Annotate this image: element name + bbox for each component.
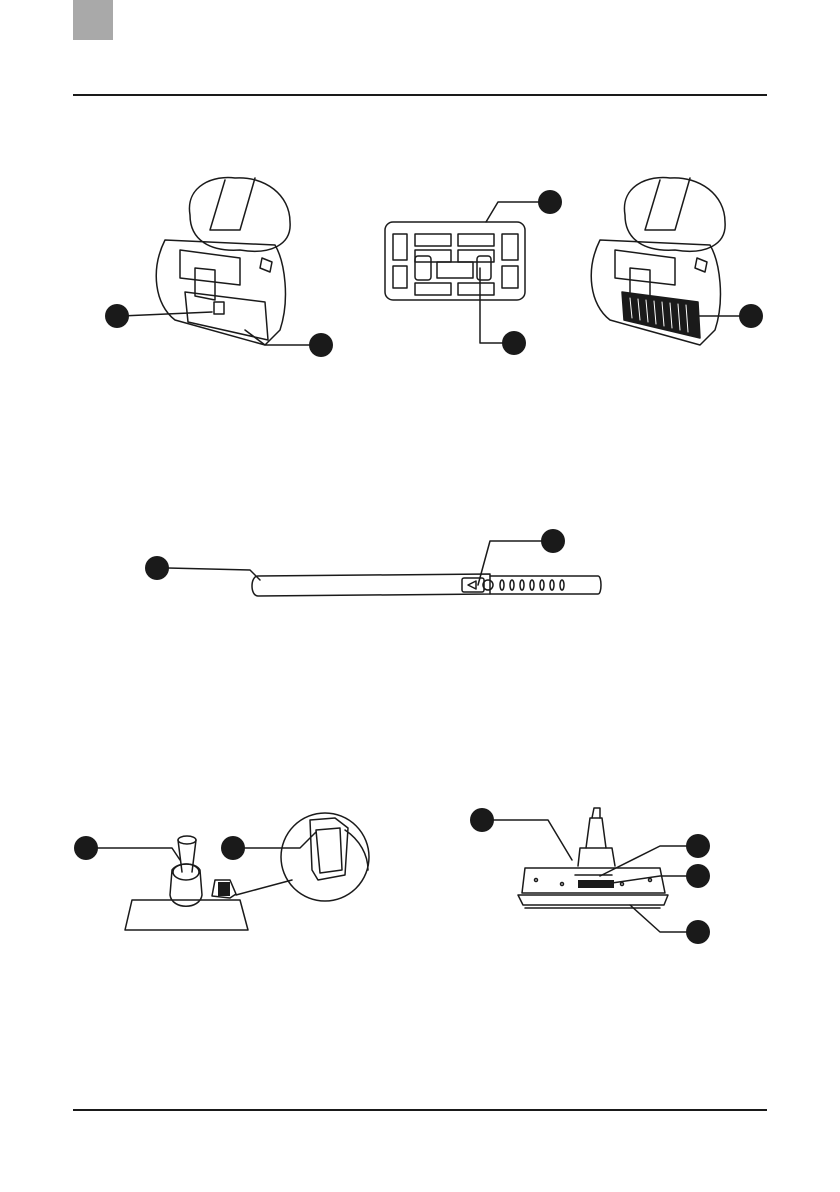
tube-outer — [252, 574, 490, 596]
canister-top-panel — [615, 250, 675, 285]
filter-slot — [458, 283, 494, 295]
canister-with-cover — [105, 177, 333, 357]
inset-base-edge — [345, 830, 368, 870]
callout-leader-top — [486, 202, 540, 222]
callout-marker — [470, 808, 494, 832]
canister-side-tab — [260, 258, 272, 272]
callout-marker — [686, 920, 710, 944]
filter-tab — [477, 256, 491, 280]
tube-notch — [530, 580, 534, 590]
callout-marker — [105, 304, 129, 328]
canister-dome — [624, 177, 725, 251]
tube-lock-button — [462, 578, 484, 592]
callout-marker — [739, 304, 763, 328]
callout-leader-right — [478, 541, 542, 585]
callout-marker — [309, 333, 333, 357]
nozzle-tube — [178, 840, 196, 872]
floor-nozzle — [74, 813, 369, 930]
callout-marker — [686, 834, 710, 858]
canister-side-tab — [695, 258, 707, 272]
canister-handle — [645, 178, 690, 230]
tube-notch — [520, 580, 524, 590]
cover-release-clip — [214, 302, 224, 314]
brush-connector — [578, 848, 615, 866]
callout-marker — [145, 556, 169, 580]
brush-base — [518, 895, 668, 905]
filter-slot — [415, 234, 451, 246]
brush-neck — [586, 818, 606, 848]
nozzle-pedal-face — [218, 882, 230, 896]
filter-slot — [502, 266, 518, 288]
inset-pedal — [310, 818, 348, 880]
filter-panel — [385, 190, 562, 355]
filter-cover — [185, 292, 268, 340]
canister-top-panel — [180, 250, 240, 285]
tube-notch — [500, 580, 504, 590]
callout-marker — [686, 864, 710, 888]
callout-marker — [502, 331, 526, 355]
brush-screw — [649, 879, 652, 882]
tube-notch — [540, 580, 544, 590]
callout-leader-left — [168, 568, 260, 580]
filter-tab — [415, 256, 431, 280]
filter-slot — [502, 234, 518, 260]
callout-leader-window — [605, 876, 687, 884]
brush-screw — [561, 883, 564, 886]
nozzle-base — [125, 900, 248, 930]
brush-screw — [535, 879, 538, 882]
callout-marker — [74, 836, 98, 860]
filter-slot — [458, 234, 494, 246]
callout-leader-pedal — [244, 832, 316, 848]
tube-notch — [550, 580, 554, 590]
turbo-brush — [470, 808, 710, 944]
nozzle-tube-end — [178, 836, 196, 844]
nozzle-neck-ring — [173, 864, 199, 880]
tube-lock-arrow-icon — [468, 581, 476, 589]
inset-pedal-face — [316, 828, 342, 873]
callout-leader-tube — [97, 848, 180, 860]
brush-screw — [621, 883, 624, 886]
canister-filter-exposed — [591, 177, 763, 345]
callout-leader-left — [120, 312, 212, 316]
tube-notch — [510, 580, 514, 590]
pedal-inset — [281, 813, 369, 901]
inset-pointer — [236, 880, 292, 895]
filter-slot — [393, 266, 407, 288]
tube-inner — [490, 576, 601, 594]
telescopic-tube — [145, 529, 601, 596]
filter-slot — [393, 234, 407, 260]
callout-marker — [541, 529, 565, 553]
callout-marker — [221, 836, 245, 860]
canister-handle — [210, 178, 255, 230]
callout-leader-base — [630, 905, 687, 932]
brush-neck-tip — [592, 808, 600, 818]
callout-marker — [538, 190, 562, 214]
filter-slot — [437, 262, 473, 278]
callout-leader-neck — [493, 820, 572, 860]
canister-dome — [189, 177, 290, 251]
filter-slot — [415, 283, 451, 295]
tube-notch — [560, 580, 564, 590]
